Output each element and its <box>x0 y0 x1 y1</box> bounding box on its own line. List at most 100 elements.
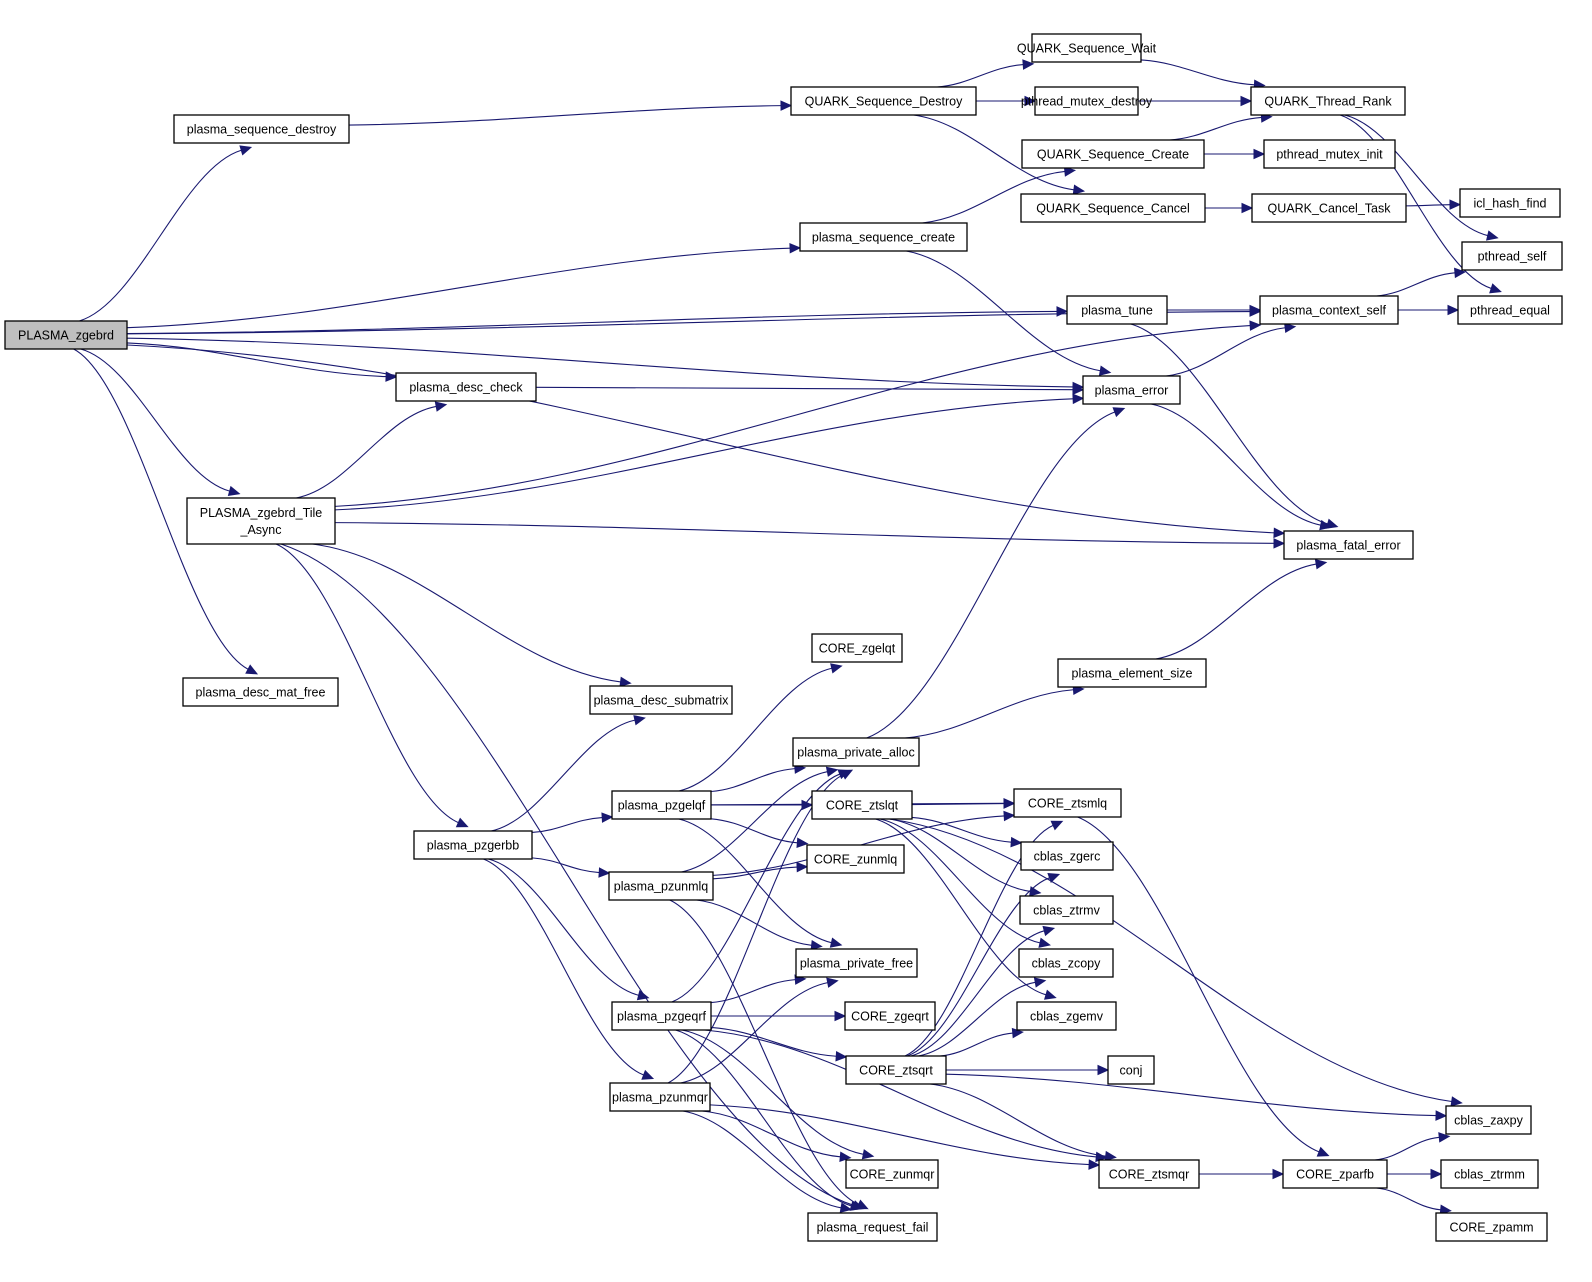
node-box[interactable] <box>1016 1001 1117 1031</box>
node-box[interactable] <box>1019 895 1114 925</box>
node-box[interactable] <box>1435 1212 1548 1242</box>
node-pthread-self[interactable]: pthread_self <box>1461 241 1563 271</box>
node-box[interactable] <box>795 948 918 978</box>
node-box[interactable] <box>790 86 977 116</box>
node-quark-sequence-cancel[interactable]: QUARK_Sequence_Cancel <box>1020 193 1206 223</box>
node-plasma-desc-submatrix[interactable]: plasma_desc_submatrix <box>589 685 733 715</box>
node-box[interactable] <box>1440 1159 1539 1189</box>
node-box[interactable] <box>609 1082 711 1112</box>
root-node[interactable]: PLASMA_zgebrd <box>4 320 128 350</box>
node-box[interactable] <box>844 1001 936 1031</box>
node-box[interactable] <box>1020 193 1206 223</box>
node-core-zunmqr[interactable]: CORE_zunmqr <box>845 1159 939 1189</box>
node-box[interactable] <box>395 372 537 402</box>
node-core-ztsmqr[interactable]: CORE_ztsmqr <box>1098 1159 1200 1189</box>
edge-line <box>1130 323 1328 525</box>
node-plasma-pzgerbb[interactable]: plasma_pzgerbb <box>413 830 533 860</box>
node-plasma-private-alloc[interactable]: plasma_private_alloc <box>792 737 920 767</box>
node-box[interactable] <box>1283 530 1414 560</box>
node-core-ztsmlq[interactable]: CORE_ztsmlq <box>1013 788 1122 818</box>
edge-line <box>682 1110 842 1209</box>
node-box[interactable] <box>1057 658 1207 688</box>
node-plasma-error[interactable]: plasma_error <box>1082 375 1181 405</box>
node-plasma-fatal-error[interactable]: plasma_fatal_error <box>1283 530 1414 560</box>
node-plasma-pzgelqf[interactable]: plasma_pzgelqf <box>611 790 712 820</box>
node-plasma-desc-check[interactable]: plasma_desc_check <box>395 372 537 402</box>
arrowhead-icon <box>796 861 809 873</box>
node-plasma-zgebrd-tile-async[interactable]: PLASMA_zgebrd_Tile_Async <box>186 497 336 545</box>
node-cblas-zcopy[interactable]: cblas_zcopy <box>1018 948 1114 978</box>
node-plasma-sequence-destroy[interactable]: plasma_sequence_destroy <box>173 114 350 144</box>
node-box[interactable] <box>1251 193 1407 223</box>
node-box[interactable] <box>173 114 350 144</box>
node-box[interactable] <box>611 1001 712 1031</box>
node-plasma-sequence-create[interactable]: plasma_sequence_create <box>799 222 968 252</box>
node-box[interactable] <box>1018 948 1114 978</box>
node-pthread-equal[interactable]: pthread_equal <box>1457 295 1563 325</box>
node-core-zunmlq[interactable]: CORE_zunmlq <box>806 844 905 874</box>
node-box[interactable] <box>811 790 913 820</box>
node-cblas-zgemv[interactable]: cblas_zgemv <box>1016 1001 1117 1031</box>
node-box[interactable] <box>1020 841 1114 871</box>
node-box[interactable] <box>413 830 533 860</box>
node-pthread-mutex-init[interactable]: pthread_mutex_init <box>1263 139 1396 169</box>
node-box[interactable] <box>806 844 905 874</box>
node-box[interactable] <box>1457 295 1563 325</box>
arrowhead-icon <box>1050 820 1064 831</box>
node-box[interactable] <box>845 1159 939 1189</box>
node-plasma-request-fail[interactable]: plasma_request_fail <box>807 1212 938 1242</box>
node-box[interactable] <box>1459 188 1561 218</box>
node-plasma-pzgeqrf[interactable]: plasma_pzgeqrf <box>611 1001 712 1031</box>
node-core-ztsqrt[interactable]: CORE_ztsqrt <box>845 1055 947 1085</box>
node-box[interactable] <box>845 1055 947 1085</box>
node-box[interactable] <box>792 737 920 767</box>
node-box[interactable] <box>1082 375 1181 405</box>
node-box[interactable] <box>1461 241 1563 271</box>
node-cblas-ztrmv[interactable]: cblas_ztrmv <box>1019 895 1114 925</box>
node-box[interactable] <box>807 1212 938 1242</box>
node-core-zgeqrt[interactable]: CORE_zgeqrt <box>844 1001 936 1031</box>
node-pthread-mutex-destroy[interactable]: pthread_mutex_destroy <box>1021 86 1153 116</box>
node-plasma-tune[interactable]: plasma_tune <box>1066 295 1168 325</box>
node-box[interactable] <box>1034 86 1139 116</box>
node-plasma-pzunmqr[interactable]: plasma_pzunmqr <box>609 1082 711 1112</box>
node-box[interactable] <box>1031 33 1142 63</box>
node-cblas-zaxpy[interactable]: cblas_zaxpy <box>1445 1105 1532 1135</box>
node-quark-thread-rank[interactable]: QUARK_Thread_Rank <box>1250 86 1406 116</box>
node-plasma-desc-mat-free[interactable]: plasma_desc_mat_free <box>182 677 339 707</box>
node-box[interactable] <box>611 790 712 820</box>
node-box[interactable] <box>186 497 336 545</box>
node-cblas-zgerc[interactable]: cblas_zgerc <box>1020 841 1114 871</box>
node-quark-sequence-create[interactable]: QUARK_Sequence_Create <box>1021 139 1205 169</box>
node-quark-sequence-destroy[interactable]: QUARK_Sequence_Destroy <box>790 86 977 116</box>
node-quark-cancel-task[interactable]: QUARK_Cancel_Task <box>1251 193 1407 223</box>
node-core-ztslqt[interactable]: CORE_ztslqt <box>811 790 913 820</box>
node-box[interactable] <box>799 222 968 252</box>
node-core-zgelqt[interactable]: CORE_zgelqt <box>811 633 903 663</box>
node-cblas-ztrmm[interactable]: cblas_ztrmm <box>1440 1159 1539 1189</box>
node-box[interactable] <box>4 320 128 350</box>
node-core-zparfb[interactable]: CORE_zparfb <box>1282 1159 1388 1189</box>
node-icl-hash-find[interactable]: icl_hash_find <box>1459 188 1561 218</box>
node-box[interactable] <box>1098 1159 1200 1189</box>
node-box[interactable] <box>1282 1159 1388 1189</box>
node-box[interactable] <box>1066 295 1168 325</box>
node-box[interactable] <box>1445 1105 1532 1135</box>
node-box[interactable] <box>811 633 903 663</box>
node-plasma-context-self[interactable]: plasma_context_self <box>1259 295 1399 325</box>
node-plasma-private-free[interactable]: plasma_private_free <box>795 948 918 978</box>
node-box[interactable] <box>1263 139 1396 169</box>
node-box[interactable] <box>589 685 733 715</box>
node-box[interactable] <box>1259 295 1399 325</box>
node-box[interactable] <box>608 871 714 901</box>
node-quark-sequence-wait[interactable]: QUARK_Sequence_Wait <box>1017 33 1157 63</box>
node-box[interactable] <box>1021 139 1205 169</box>
node-box[interactable] <box>1013 788 1122 818</box>
node-plasma-pzunmlq[interactable]: plasma_pzunmlq <box>608 871 714 901</box>
node-box[interactable] <box>1107 1055 1155 1085</box>
node-core-zpamm[interactable]: CORE_zpamm <box>1435 1212 1548 1242</box>
node-conj[interactable]: conj <box>1107 1055 1155 1085</box>
node-plasma-element-size[interactable]: plasma_element_size <box>1057 658 1207 688</box>
node-box[interactable] <box>1250 86 1406 116</box>
node-box[interactable] <box>182 677 339 707</box>
